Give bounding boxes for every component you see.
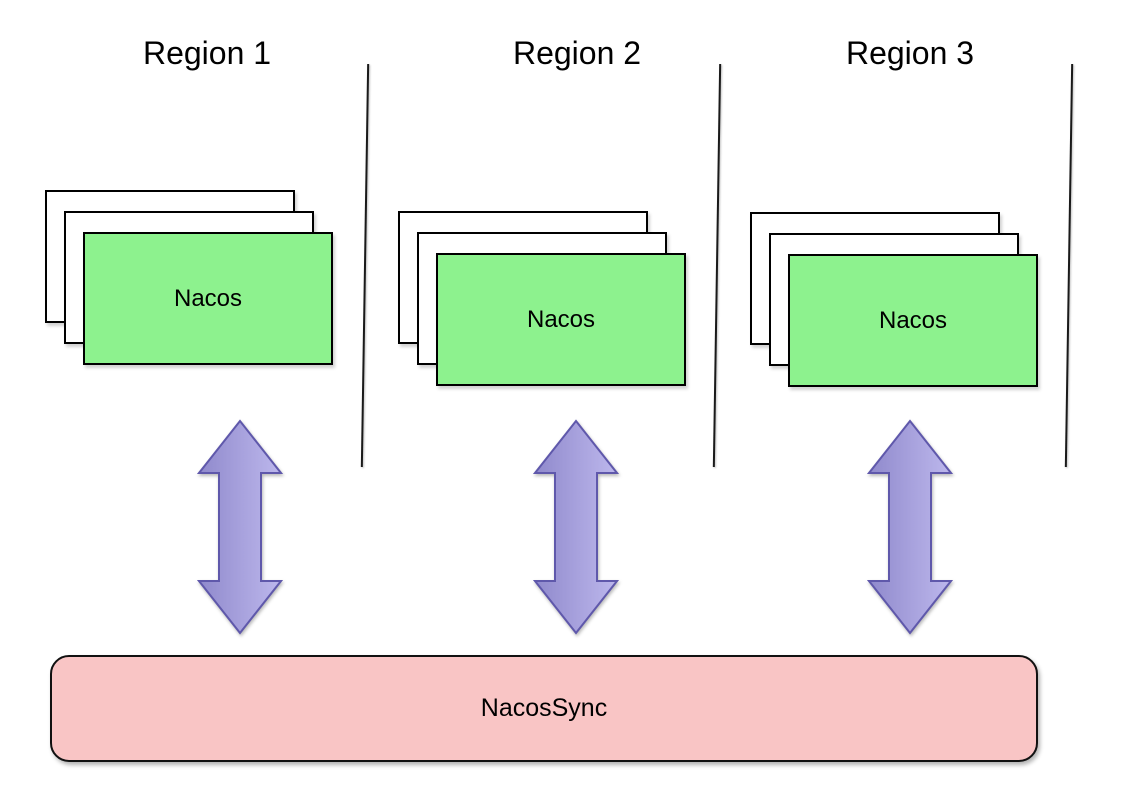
region-2-nacos-cluster: Nacos: [398, 211, 688, 388]
bidirectional-arrow-icon: [867, 419, 953, 635]
nacossync-label: NacosSync: [480, 694, 608, 722]
nacos-node-label: Nacos: [526, 305, 596, 333]
region-3-title: Region 3: [845, 35, 975, 71]
region-3-nacos-cluster: Nacos: [750, 212, 1040, 389]
bidirectional-arrow-icon: [197, 419, 283, 635]
region-divider-1: [360, 64, 370, 467]
region-divider-3: [1064, 64, 1074, 467]
region-divider-2: [712, 64, 722, 467]
nacos-node-label: Nacos: [878, 306, 948, 334]
nacos-node-label: Nacos: [173, 284, 243, 312]
region-1-nacos-cluster: Nacos: [45, 190, 335, 367]
region-2-title: Region 2: [512, 35, 642, 71]
nacos-node: Nacos: [436, 253, 686, 386]
nacossync-node: NacosSync: [50, 655, 1038, 762]
nacos-node: Nacos: [83, 232, 333, 365]
bidirectional-arrow-icon: [533, 419, 619, 635]
nacos-node: Nacos: [788, 254, 1038, 387]
region-1-title: Region 1: [142, 35, 272, 71]
